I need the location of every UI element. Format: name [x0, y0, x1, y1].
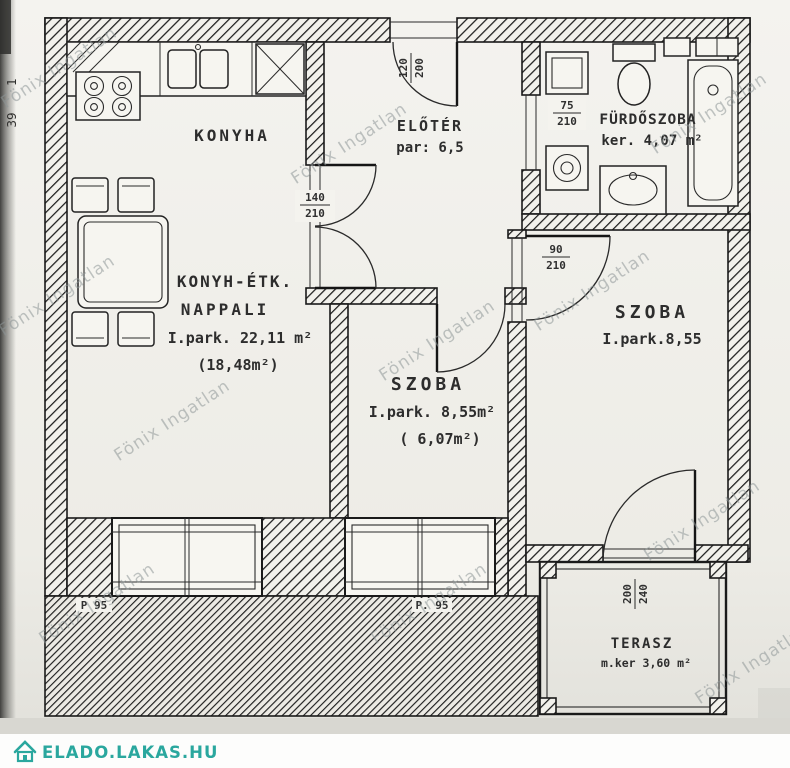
wall-terrace-left	[525, 544, 604, 563]
chair	[117, 177, 155, 213]
dim-right-room-door: 90 210	[542, 243, 570, 272]
dim-terrace-door-width: 200	[621, 584, 634, 604]
scan-corner-blotch	[0, 0, 11, 54]
room-label-szoba-right: SZOBA	[615, 302, 689, 323]
windows	[111, 517, 496, 597]
wall-kitchen-hall	[305, 41, 325, 166]
window-living-room	[111, 517, 263, 597]
site-logo: ELADO.LAKAS.HU	[13, 740, 218, 763]
scan-bottom-shadow	[0, 718, 790, 734]
svg-text:P 95: P 95	[81, 599, 108, 612]
wall-divider-main	[507, 321, 527, 597]
dim-double-door-width: 140	[305, 191, 325, 204]
terrace-outline	[538, 560, 728, 716]
fridge	[255, 43, 305, 95]
room-label-szoba-middle: SZOBA	[391, 374, 465, 395]
room-area-szoba-middle: I.park. 8,55m²	[369, 403, 495, 421]
bathroom-shelf	[663, 37, 739, 57]
house-icon	[13, 740, 37, 763]
chair	[71, 311, 109, 347]
wall-terrace-right	[694, 544, 749, 563]
wall-living-room-divider	[329, 303, 349, 519]
dim-right-room-door-width: 90	[549, 243, 562, 256]
room-area-nappali: I.park. 22,11 m²	[168, 329, 313, 347]
wall-hall-bottom-stub	[504, 287, 527, 305]
right-room-door	[511, 234, 611, 322]
room-label-nappali-2: NAPPALI	[181, 300, 269, 319]
page-margin-number: 39	[5, 112, 19, 127]
bathroom-sink	[599, 165, 667, 215]
wall-window-band-2	[261, 517, 346, 597]
wall-bath-bottom	[521, 213, 751, 231]
scan-left-shadow	[0, 0, 16, 734]
room-area-eloter: par: 6,5	[396, 140, 463, 156]
bottom-white-strip	[0, 734, 790, 768]
window-middle-room	[344, 517, 496, 597]
wall-bath-left-bottom	[521, 169, 541, 215]
wall-hall-bottom	[305, 287, 438, 305]
room-label-eloter: ELŐTÉR	[397, 115, 463, 135]
dim-bathroom-door-height: 210	[557, 115, 577, 128]
walls	[44, 17, 751, 717]
room-label-nappali-1: KONYH-ÉTK.	[177, 272, 293, 291]
room-label-furdoszoba: FÜRDŐSZOBA	[599, 110, 696, 128]
kitchen-sink	[167, 43, 229, 89]
room-area2-szoba-middle: ( 6,07m²)	[399, 430, 480, 448]
room-labels: KONYHA ELŐTÉR par: 6,5 FÜRDŐSZOBA ker. 4…	[168, 110, 703, 670]
dim-double-door: 140 210	[295, 190, 335, 222]
margin-numbers: 1 39	[5, 78, 19, 127]
dimension-labels: 140 210 75 210 90 210 120 200 200 240 P …	[76, 53, 650, 612]
toilet	[612, 43, 656, 106]
washing-machine	[545, 145, 589, 191]
stove	[75, 71, 141, 121]
svg-text:P. 95: P. 95	[415, 599, 448, 612]
dim-entrance-door-width: 120	[397, 58, 410, 78]
doors	[309, 21, 697, 563]
room-area2-nappali: (18,48m²)	[197, 356, 278, 374]
room-label-terasz: TERASZ	[611, 636, 674, 652]
wall-divider-stub	[507, 229, 527, 239]
entrance-door	[390, 21, 459, 107]
bath-cabinet	[545, 51, 589, 95]
wall-bath-left-top	[521, 41, 541, 96]
dim-parapet-left: P 95	[76, 598, 112, 612]
terrace-pier	[539, 697, 557, 715]
dim-bathroom-door-width: 75	[560, 99, 573, 112]
terrace-pier	[709, 697, 727, 715]
dim-right-room-door-height: 210	[546, 259, 566, 272]
bathroom-door	[525, 95, 537, 170]
dim-entrance-door: 120 200	[397, 53, 426, 83]
dim-entrance-door-height: 200	[413, 58, 426, 78]
bathtub	[687, 59, 739, 207]
dim-terrace-door: 200 240	[621, 579, 650, 609]
middle-room-door	[435, 303, 506, 373]
dining-table	[77, 215, 169, 309]
dim-bathroom-door: 75 210	[548, 98, 586, 130]
room-label-konyha: KONYHA	[194, 126, 270, 145]
room-area-terasz: m.ker 3,60 m²	[601, 656, 691, 670]
room-area-furdoszoba: ker. 4,07 m²	[601, 133, 702, 149]
chair	[71, 177, 109, 213]
room-area-szoba-right: I.park.8,55	[602, 330, 701, 348]
double-door-living-hall	[309, 163, 377, 290]
kitchen-fixtures	[66, 41, 307, 121]
dim-terrace-door-height: 240	[637, 584, 650, 604]
dining-set	[71, 177, 169, 347]
bathroom-fixtures	[545, 37, 739, 215]
terrace-door	[602, 469, 697, 563]
wall-window-band-3	[494, 517, 509, 597]
wall-window-band-1	[66, 517, 113, 597]
bottom-strip: ELADO.LAKAS.HU	[0, 718, 790, 768]
terrace-pier	[709, 561, 727, 579]
exterior-hatch-band	[44, 595, 539, 717]
chair	[117, 311, 155, 347]
dim-parapet-right: P. 95	[412, 598, 452, 612]
corner-shelf	[66, 41, 120, 73]
terrace	[538, 560, 728, 716]
dim-double-door-height: 210	[305, 207, 325, 220]
site-logo-text: ELADO.LAKAS.HU	[42, 743, 218, 762]
terrace-pier	[539, 561, 557, 579]
page-margin-number-top: 1	[5, 78, 19, 86]
